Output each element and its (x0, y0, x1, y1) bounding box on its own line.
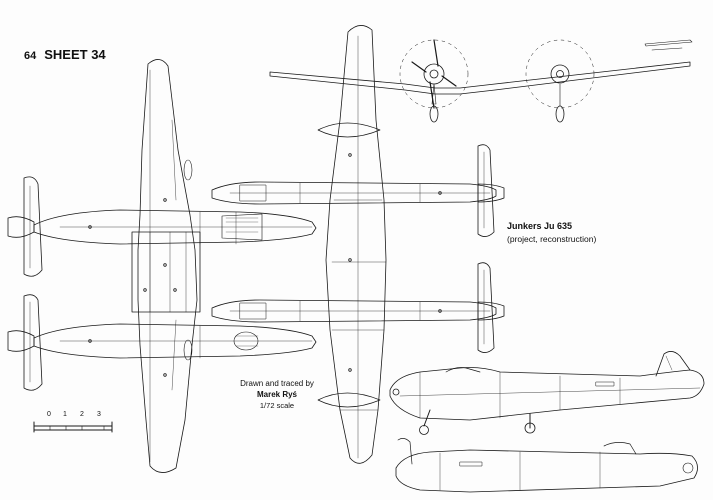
top-view (7, 59, 317, 473)
front-view (269, 39, 693, 123)
bottom-view-fuselage-lower (211, 299, 497, 323)
bottom-view-wing (325, 25, 387, 464)
top-view-center-section (131, 231, 201, 313)
side-view-fuselage (389, 367, 705, 421)
scale-label: 0 (47, 411, 51, 418)
front-view-wing (269, 61, 691, 95)
bottom-view (211, 25, 505, 464)
scale-label: 3 (97, 411, 101, 418)
lower-side-view-fuselage (395, 449, 698, 493)
bottom-view-fuselage-upper (211, 181, 497, 205)
top-view-wing (137, 59, 198, 473)
page-mark: 64 (24, 50, 37, 62)
sheet-title: 64 SHEET 34 (24, 47, 106, 62)
credit-scale: 1/72 scale (259, 401, 295, 410)
top-view-fuselage-upper (33, 209, 317, 245)
scale-label: 1 (63, 411, 67, 418)
aircraft-name: Junkers Ju 635 (507, 221, 573, 231)
scale-label: 2 (80, 411, 84, 418)
lower-side-view (395, 438, 698, 493)
credit-line: Drawn and traced by (240, 379, 314, 388)
top-view-fuselage-lower (33, 323, 317, 359)
aircraft-subtitle: (project, reconstruction) (507, 234, 597, 244)
scale-bar (33, 421, 113, 433)
sheet-title-text: SHEET 34 (44, 47, 106, 62)
credit-author: Marek Ryś (256, 390, 298, 399)
side-view (389, 351, 705, 435)
